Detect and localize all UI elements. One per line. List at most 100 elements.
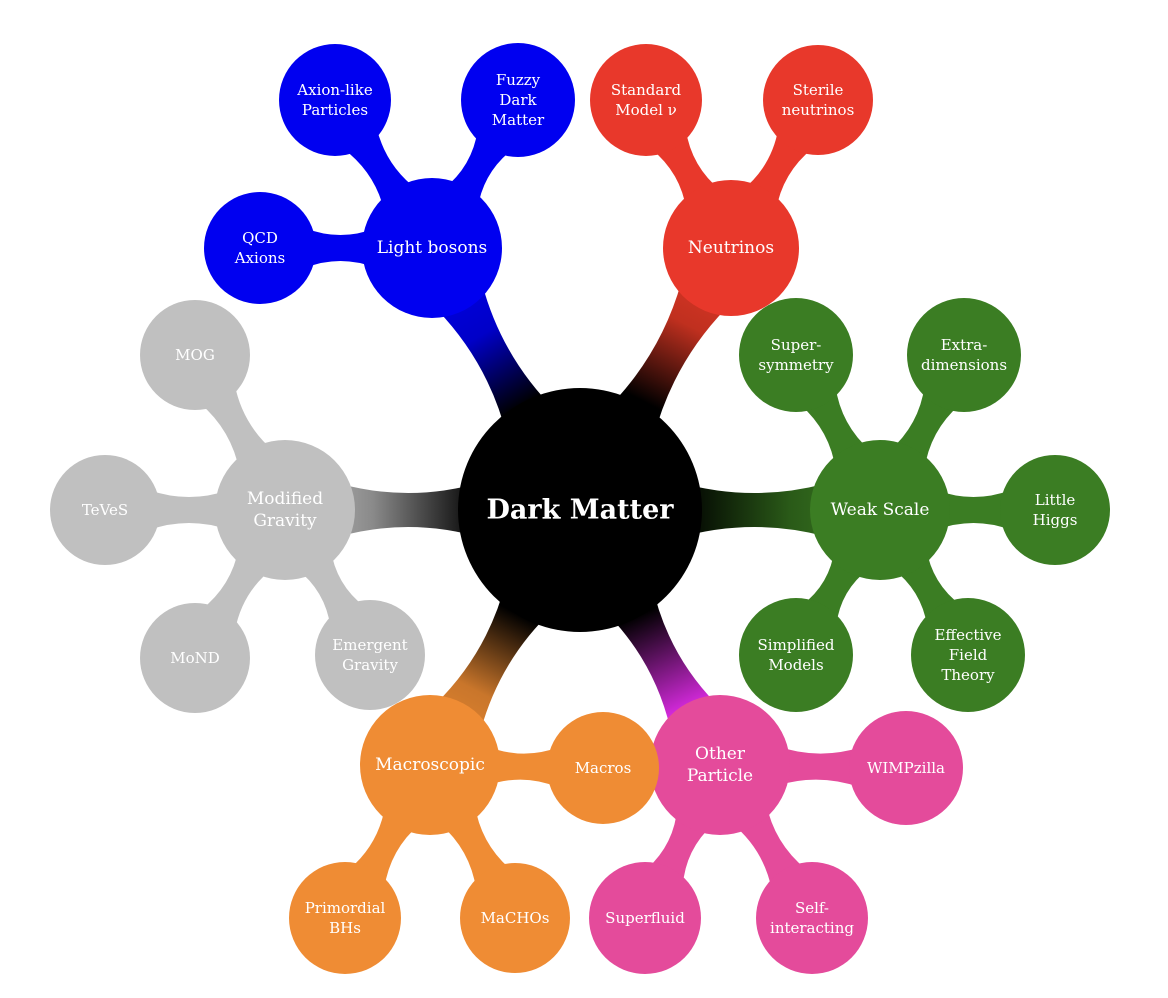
leaf-node-circle [589, 862, 701, 974]
leaf-label: WIMPzilla [867, 759, 945, 777]
leaf-node-circle [140, 603, 250, 713]
leaf-label-line-1: Self- [795, 899, 829, 917]
leaf-label-line-2: dimensions [921, 356, 1007, 374]
leaf-label-line-1: Fuzzy [496, 71, 541, 89]
leaf-node-circle [460, 863, 570, 973]
leaf-super-symmetry: Super-symmetry [739, 298, 853, 412]
leaf-label-line-2: Particles [302, 101, 368, 119]
modified-gravity-leaf-connector [149, 490, 229, 530]
leaf-node-circle [756, 862, 868, 974]
leaf-label-line-3: Matter [492, 111, 545, 129]
leaf-label-line-2: Field [949, 646, 988, 664]
leaf-self-interacting: Self-interacting [756, 862, 868, 974]
leaf-node-circle [279, 44, 391, 156]
leaf-label-line-1: Little [1035, 491, 1076, 509]
leaf-label-line-1: Emergent [332, 636, 407, 654]
leaf-node-circle [315, 600, 425, 710]
branch-label-line-1: Modified [247, 489, 323, 509]
branch-label: Weak Scale [831, 500, 930, 520]
leaf-label: Macros [575, 759, 632, 777]
leaf-label: MaCHOs [481, 909, 550, 927]
branch-label-line-2: Gravity [253, 511, 317, 531]
leaf-node-circle [547, 712, 659, 824]
leaf-label-line-3: Theory [941, 666, 995, 684]
leaf-node-circle [763, 45, 873, 155]
branch-label-line-1: Other [695, 744, 746, 764]
leaf-wimpzilla: WIMPzilla [849, 711, 963, 825]
leaf-machos: MaCHOs [460, 863, 570, 973]
branch-label: Macroscopic [375, 755, 485, 775]
branch-label-line-2: Particle [687, 766, 753, 786]
leaf-label-line-2: BHs [329, 919, 361, 937]
leaf-node-circle [739, 298, 853, 412]
leaf-label-line-1: Effective [934, 626, 1001, 644]
leaf-label-line-1: Standard [611, 81, 682, 99]
branch-node-circle [360, 695, 500, 835]
leaf-label-line-2: interacting [770, 919, 854, 937]
weak-scale-leaf-connector [936, 490, 1011, 530]
branch-neutrinos: Neutrinos [663, 180, 799, 316]
leaf-label-line-2: Higgs [1033, 511, 1078, 529]
leaf-label: MoND [170, 649, 220, 667]
leaf-node-circle [1000, 455, 1110, 565]
branch-label: Neutrinos [688, 238, 774, 258]
center-label: Dark Matter [487, 495, 675, 526]
leaf-superfluid: Superfluid [589, 862, 701, 974]
light-bosons-connector [436, 283, 557, 439]
branch-macroscopic: Macroscopic [360, 695, 500, 835]
branch-node-circle [650, 695, 790, 835]
center-node-circle [458, 388, 702, 632]
light-bosons-leaf-connector [304, 228, 376, 268]
center-node: Dark Matter [458, 388, 702, 632]
leaf-mond: MoND [140, 603, 250, 713]
macroscopic-leaf-connector [485, 745, 559, 788]
leaf-node-circle [140, 300, 250, 410]
leaf-label-line-2: Gravity [342, 656, 398, 674]
weak-scale-connector [677, 482, 824, 538]
leaf-node-circle [50, 455, 160, 565]
branch-weak-scale: Weak Scale [810, 440, 950, 580]
leaf-label: MOG [175, 346, 215, 364]
leaf-teves: TeVeS [50, 455, 160, 565]
leaf-sterile-neutrinos: Sterile neutrinos [763, 45, 873, 155]
branch-node-circle [362, 178, 502, 318]
branch-node-circle [215, 440, 355, 580]
branch-node-circle [810, 440, 950, 580]
leaf-node-circle [461, 43, 575, 157]
branch-label: Light bosons [377, 238, 488, 258]
leaf-node-circle [289, 862, 401, 974]
leaf-label-line-1: Sterile [793, 81, 844, 99]
leaf-node-circle [849, 711, 963, 825]
leaf-label-line-2: neutrinos [782, 101, 855, 119]
leaf-macros: Macros [547, 712, 659, 824]
leaf-label-line-2: Dark [499, 91, 537, 109]
leaf-node-circle [907, 298, 1021, 412]
leaf-label-line-1: Primordial [305, 899, 386, 917]
leaf-node-circle [911, 598, 1025, 712]
leaf-label-line-1: Axion-like [296, 81, 373, 99]
leaf-label-line-2: Model ν [615, 101, 677, 119]
leaf-label-line-1: Super- [771, 336, 822, 354]
leaf-mog: MOG [140, 300, 250, 410]
leaf-node-circle [590, 44, 702, 156]
branch-node-circle [663, 180, 799, 316]
leaf-node-circle [739, 598, 853, 712]
leaf-label-line-1: Extra- [941, 336, 988, 354]
leaf-label-line-2: Models [768, 656, 823, 674]
leaf-node-circle [204, 192, 316, 304]
leaf-label-line-1: QCD [242, 229, 278, 247]
branch-light-bosons: Light bosons [362, 178, 502, 318]
